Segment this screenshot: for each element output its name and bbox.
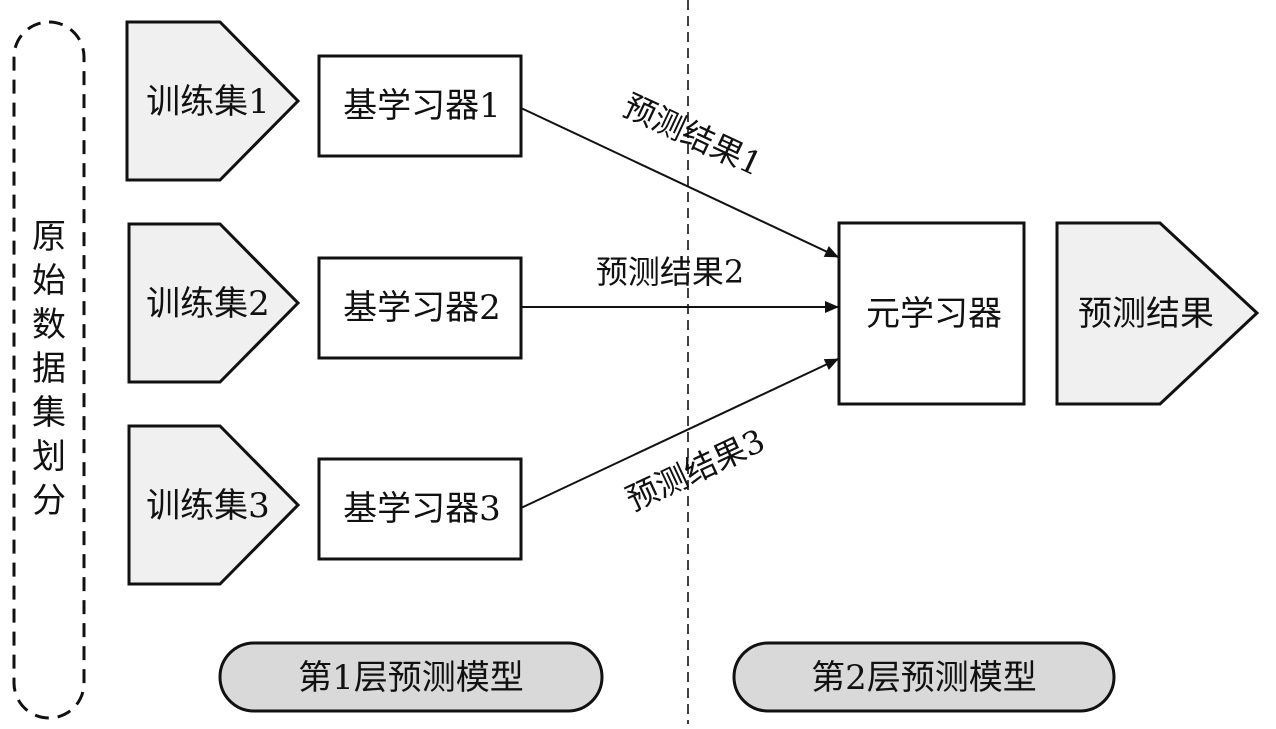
side-char: 数 [32, 305, 66, 345]
dataset-split-capsule: 原 始 数 据 集 划 分 [12, 20, 86, 720]
arrow-label-3: 预测结果3 [620, 421, 771, 518]
training-set-1: 训练集1 [125, 20, 301, 182]
side-char: 分 [32, 481, 66, 521]
base-learner-1: 基学习器1 [317, 54, 523, 158]
side-char: 集 [32, 393, 66, 433]
base-learner-3: 基学习器3 [317, 457, 523, 561]
base-learner-label: 基学习器1 [343, 86, 501, 126]
layer-1-pill: 第1层预测模型 [218, 641, 604, 713]
training-set-3: 训练集3 [127, 424, 301, 586]
arrow-label-2: 预测结果2 [596, 253, 744, 291]
base-learner-label: 基学习器2 [343, 288, 501, 328]
meta-learner-label: 元学习器 [866, 294, 1002, 334]
side-char: 原 [32, 217, 66, 257]
final-prediction-label: 预测结果 [1078, 294, 1214, 334]
side-char: 据 [32, 349, 66, 389]
layer-2-pill: 第2层预测模型 [732, 641, 1116, 713]
base-learner-label: 基学习器3 [343, 489, 501, 529]
arrow-label-1: 预测结果1 [617, 86, 768, 183]
side-char: 始 [32, 261, 66, 301]
training-set-label: 训练集3 [146, 486, 270, 526]
base-learner-2: 基学习器2 [317, 256, 523, 360]
side-char: 划 [32, 437, 66, 477]
final-prediction: 预测结果 [1055, 221, 1260, 406]
training-set-label: 训练集2 [146, 284, 270, 324]
meta-learner: 元学习器 [837, 221, 1026, 406]
layer-2-label: 第2层预测模型 [811, 658, 1037, 698]
arrow-1 [520, 107, 839, 258]
training-set-2: 训练集2 [127, 222, 301, 384]
arrow-3 [520, 358, 839, 509]
training-set-label: 训练集1 [146, 82, 270, 122]
layer-1-label: 第1层预测模型 [298, 658, 524, 698]
